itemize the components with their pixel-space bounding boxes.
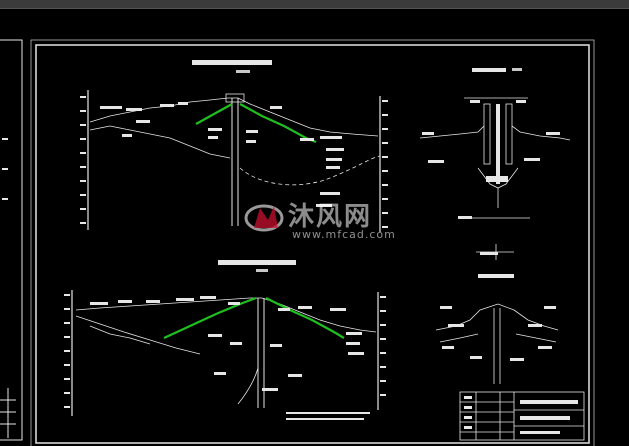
cad-drawing-canvas[interactable] [0,8,629,446]
detail-bottom-labels [440,306,556,361]
top-section-title-text [192,60,272,65]
title-block-text [464,396,578,434]
top-cross-section [80,60,388,232]
mfcad-logo-icon [244,204,284,232]
detail-top-labels [422,100,560,255]
cad-window-titlebar [0,0,629,9]
detail-drawing-top [419,68,571,260]
bottom-cross-section [64,260,386,420]
watermark-brand-text: 沐风网 [288,202,373,232]
detail-drawing-bottom [435,274,559,384]
drawing-sheet-frame [30,39,595,446]
bottom-section-title-text [218,260,296,265]
left-partial-sheet [0,39,23,441]
title-block [459,391,585,441]
mfcad-watermark: 沐风网 www.mfcad.com [240,196,400,244]
left-partial-marks [2,138,8,200]
watermark-url-text: www.mfcad.com [292,228,396,241]
